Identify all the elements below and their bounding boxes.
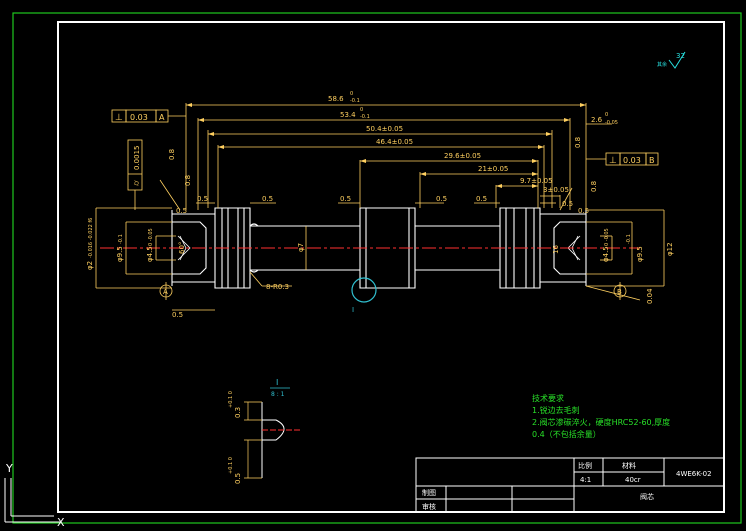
dim-16: 16 xyxy=(552,245,560,254)
dim-05-d: 0.5 xyxy=(340,195,351,203)
dim-586-tol-u: 0 xyxy=(350,91,353,97)
drawing-frame xyxy=(57,21,725,513)
dim-05-g: 0.5 xyxy=(562,200,573,208)
title-block xyxy=(415,457,725,513)
dim-phi45-left-tol: 0 -0.05 xyxy=(148,228,154,246)
roughness-rest-symbol xyxy=(668,51,686,69)
roughness-08-d: 0.8 xyxy=(590,181,598,192)
dim-3: 3±0.05 xyxy=(543,186,569,194)
detail-dim-03: 0.3 xyxy=(234,407,242,418)
dim-464: 46.4±0.05 xyxy=(376,138,413,146)
ucs-y-label: Y xyxy=(5,462,13,475)
dim-r03: 8-R0.3 xyxy=(266,283,289,291)
roughness-08-b: 0.8 xyxy=(184,175,192,186)
dim-26-tol-u: 0 xyxy=(605,112,608,118)
gtol-perp-left-symbol: ⊥ xyxy=(115,113,123,123)
detail-dim-05: 0.5 xyxy=(234,473,242,484)
title-part-name[interactable]: 阀芯 xyxy=(640,492,654,501)
dim-phi95-right: φ9.5 xyxy=(636,246,644,262)
dim-586-tol-l: -0.1 xyxy=(350,98,360,104)
detail-view-dims xyxy=(244,401,262,479)
notes-title: 技术要求 xyxy=(532,393,564,403)
gtol-perp-right-ref: B xyxy=(649,156,655,165)
roughness-004: 0.04 xyxy=(646,288,654,304)
title-drawing-number[interactable]: 4WE6K-02 xyxy=(676,470,712,478)
gtol-perp-left-ref: A xyxy=(159,113,165,122)
dim-05-e: 0.5 xyxy=(436,195,447,203)
dim-05-i: 0.5 xyxy=(172,311,183,319)
dim-21: 21±0.05 xyxy=(478,165,508,173)
dim-phi7: φ7 xyxy=(297,243,305,252)
gtol-perp-right-symbol: ⊥ xyxy=(609,156,617,166)
dim-phi95-left-tol: -0.1 xyxy=(118,234,124,244)
notes-line-2: 2.阀芯渗碳淬火，硬度HRC52-60,厚度 xyxy=(532,417,670,427)
dim-296: 29.6±0.05 xyxy=(444,152,481,160)
dim-504: 50.4±0.05 xyxy=(366,125,403,133)
datum-a-marker xyxy=(159,284,173,298)
dim-534-tol-u: 0 xyxy=(360,107,363,113)
dim-phi2-tol: -0.016 -0.022 f6 xyxy=(88,218,94,258)
datum-b-label: B xyxy=(617,288,622,296)
detail-callout-circle[interactable] xyxy=(351,277,377,303)
dim-phi45-right-tol: 0 -0.05 xyxy=(604,228,610,246)
dimension-lines xyxy=(95,103,665,311)
gtol-cylindricity xyxy=(127,139,143,210)
title-scale-value: 4:1 xyxy=(580,476,591,484)
outer-border xyxy=(12,12,742,524)
roughness-rest-value: 32 xyxy=(676,52,685,60)
dim-angle60: 60° xyxy=(178,242,186,254)
notes-line-3: 0.4（不包括余量） xyxy=(532,429,601,439)
dim-534-tol-l: -0.1 xyxy=(360,114,370,120)
dim-phi95-right-tol: -0.1 xyxy=(626,234,632,244)
notes-line-1: 1.锐边去毛刺 xyxy=(532,405,580,415)
dim-phi45-left: φ4.5 xyxy=(146,246,154,262)
detail-view-label: I xyxy=(276,378,278,387)
title-drawn-by: 制图 xyxy=(422,488,436,497)
detail-view-profile xyxy=(261,402,300,478)
dim-05-b: 0.5 xyxy=(197,195,208,203)
dim-26: 2.6 xyxy=(591,116,603,124)
ucs-icon xyxy=(4,478,60,523)
dim-05-h: 0.5 xyxy=(578,207,589,215)
title-scale-label: 比例 xyxy=(578,461,592,470)
dim-phi95-left: φ9.5 xyxy=(116,246,124,262)
roughness-08-a: 0.8 xyxy=(168,149,176,160)
datum-a-label: A xyxy=(163,288,168,296)
detail-dim-03-tol: +0.1 0 xyxy=(228,391,234,408)
dim-05-a: 0.5 xyxy=(176,207,187,215)
detail-view-scale: 8 : 1 xyxy=(271,391,285,398)
dim-05-c: 0.5 xyxy=(262,195,273,203)
gtol-cyl-value: 0.0015 xyxy=(133,146,141,171)
dim-534: 53.4 xyxy=(340,111,356,119)
ucs-x-label: X xyxy=(57,516,65,529)
gtol-cyl-symbol: ⌭ xyxy=(132,180,141,186)
dim-97: 9.7±0.05 xyxy=(520,177,553,185)
roughness-rest-label: 其余 xyxy=(657,61,667,68)
roughness-08-c: 0.8 xyxy=(574,137,582,148)
dim-phi2: φ2 xyxy=(86,261,94,270)
dim-05-f: 0.5 xyxy=(476,195,487,203)
gtol-perp-right-value: 0.03 xyxy=(623,156,641,165)
gtol-perp-left xyxy=(111,109,186,123)
dimension-arrowheads xyxy=(186,103,586,188)
gtol-perp-right xyxy=(586,152,659,166)
dim-26-tol-l: -0.05 xyxy=(605,120,618,126)
title-checked-by: 审核 xyxy=(422,502,436,511)
title-material-label: 材料 xyxy=(622,461,636,470)
dim-586: 58.6 xyxy=(328,95,344,103)
datum-b-marker xyxy=(613,284,627,298)
title-material-value: 40cr xyxy=(625,476,641,484)
dim-phi45-right: φ4.5 xyxy=(602,246,610,262)
dim-phi12: φ12 xyxy=(666,242,674,256)
detail-dim-05-tol: +0.1 0 xyxy=(228,457,234,474)
gtol-perp-left-value: 0.03 xyxy=(130,113,148,122)
detail-callout-label: I xyxy=(352,306,354,314)
